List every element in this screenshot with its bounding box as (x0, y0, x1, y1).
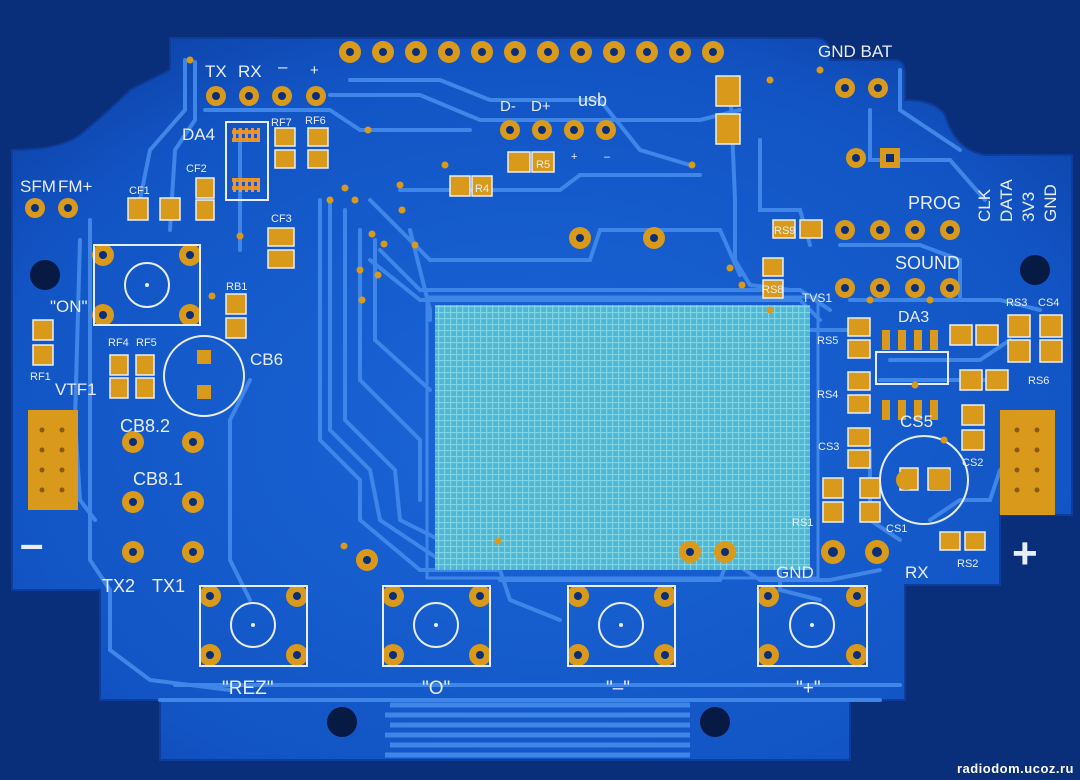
label-btn-plus: "+" (796, 678, 821, 699)
label-rf4: RF4 (108, 337, 129, 349)
label-usb-minus: – (604, 151, 611, 163)
lcd-window (435, 305, 810, 570)
label-rx-top: RX (238, 62, 262, 81)
label-rf7: RF7 (271, 117, 292, 129)
label-cs4: CS4 (1038, 297, 1059, 309)
label-battery-minus: – (20, 520, 43, 567)
label-rs8: RS8 (762, 284, 783, 296)
label-3v3: 3V3 (1019, 192, 1038, 222)
label-sound: SOUND (895, 253, 960, 273)
label-btn-minus: "–" (606, 678, 630, 699)
mounting-holes (30, 255, 1050, 737)
label-d-minus: D- (500, 98, 516, 115)
label-rb1: RB1 (226, 281, 247, 293)
label-on: "ON" (50, 297, 88, 316)
label-cf1: CF1 (129, 185, 150, 197)
label-da3: DA3 (898, 309, 929, 326)
label-da4: DA4 (182, 125, 215, 144)
label-cf3: CF3 (271, 213, 292, 225)
battery-pad-blocks (28, 410, 1055, 515)
label-cs1: CS1 (886, 523, 907, 535)
label-data: DATA (997, 179, 1016, 222)
label-usb-plus: + (571, 151, 577, 163)
label-sfm: SFM (20, 177, 56, 196)
label-usb: usb (578, 90, 607, 110)
label-rf1: RF1 (30, 371, 51, 383)
label-tx2: TX2 (102, 576, 135, 596)
label-rs5: RS5 (817, 335, 838, 347)
tactile-buttons (93, 244, 868, 667)
label-vtf1: VTF1 (55, 380, 97, 399)
label-r5: R5 (536, 159, 550, 171)
label-gnd-bat: GND BAT (818, 42, 892, 61)
label-rx-bottom: RX (905, 563, 929, 582)
silkscreen-labels: TX RX – + GND BAT D- D+ usb + – DA4 RF7 … (20, 42, 1060, 699)
vias (186, 56, 948, 550)
label-rs6: RS6 (1028, 375, 1049, 387)
label-d-plus: D+ (531, 98, 551, 115)
label-rs2: RS2 (957, 558, 978, 570)
label-prog: PROG (908, 193, 961, 213)
label-gnd-bottom: GND (776, 563, 814, 582)
copper-traces (72, 58, 1042, 702)
label-rs9: RS9 (774, 225, 795, 237)
label-gnd-right: GND (1041, 184, 1060, 222)
da4-ic-outline (225, 121, 269, 201)
label-rs4: RS4 (817, 389, 838, 401)
label-btn-o: "O" (422, 678, 450, 699)
label-tvs1: TVS1 (802, 291, 832, 305)
label-cb6: CB6 (250, 350, 283, 369)
label-rs3: RS3 (1006, 297, 1027, 309)
label-tx1: TX1 (152, 576, 185, 596)
label-minus-top: – (278, 57, 288, 76)
comb-traces (385, 702, 690, 758)
label-cs5: CS5 (900, 412, 933, 431)
label-tx: TX (205, 62, 227, 81)
electrolytic-capacitors (163, 335, 969, 525)
label-cs2: CS2 (962, 457, 983, 469)
label-rf5: RF5 (136, 337, 157, 349)
label-fm-plus: FM+ (58, 177, 93, 196)
label-cb8-1: CB8.1 (133, 469, 183, 489)
watermark-text: radiodom.ucoz.ru (956, 761, 1074, 776)
label-cb8-2: CB8.2 (120, 416, 170, 436)
label-plus-top: + (310, 62, 319, 79)
label-r4: R4 (475, 183, 489, 195)
label-battery-plus: + (1012, 529, 1038, 578)
label-cs3: CS3 (818, 441, 839, 453)
label-btn-rez: "REZ" (222, 678, 274, 699)
label-rs1: RS1 (792, 517, 813, 529)
label-clk: CLK (975, 188, 994, 222)
label-rf6: RF6 (305, 115, 326, 127)
label-cf2: CF2 (186, 163, 207, 175)
